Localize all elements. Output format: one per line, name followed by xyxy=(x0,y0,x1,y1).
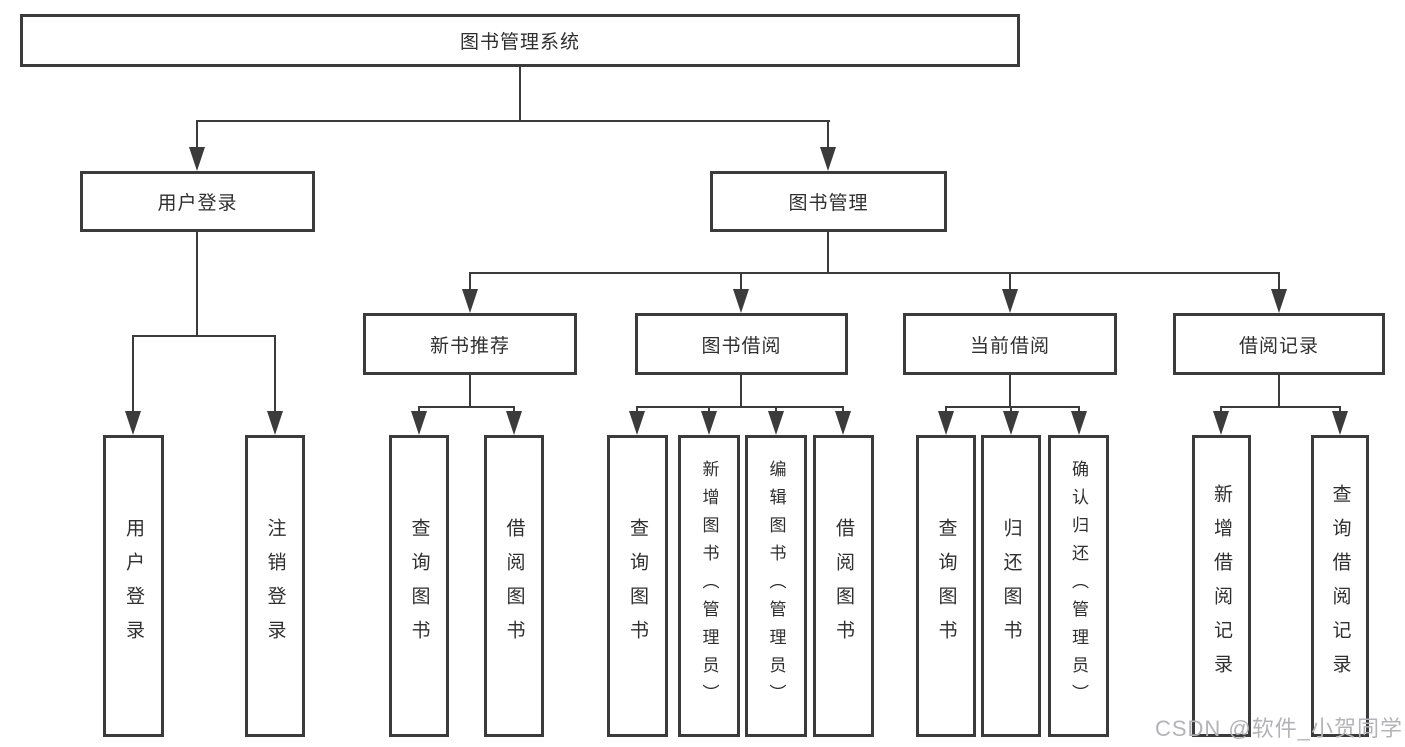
connector-drop xyxy=(636,406,638,411)
connector-drop xyxy=(469,272,471,289)
connector-bar xyxy=(636,406,844,408)
connector-drop xyxy=(1009,272,1011,289)
arrow-down-icon xyxy=(820,147,836,171)
connector-bar xyxy=(945,406,1080,408)
connector-user-login-stem xyxy=(196,232,198,335)
leaf-query-borrow-record: 查询借阅记录 xyxy=(1311,435,1369,737)
arrow-down-icon xyxy=(267,411,283,435)
arrow-down-icon xyxy=(768,411,784,435)
connector-stem xyxy=(1278,375,1280,406)
arrow-down-icon xyxy=(411,411,427,435)
connector-drop xyxy=(842,406,844,411)
connector-stem xyxy=(740,375,742,406)
arrow-down-icon xyxy=(629,411,645,435)
connector-user-login-drop xyxy=(196,120,198,147)
connector-drop xyxy=(513,406,515,411)
arrow-down-icon xyxy=(835,411,851,435)
leaf-borrow-books: 借阅图书 xyxy=(813,435,874,737)
node-library-management-system: 图书管理系统 xyxy=(20,14,1020,67)
connector-bar xyxy=(1220,406,1341,408)
connector-drop xyxy=(1339,406,1341,411)
connector-drop xyxy=(740,272,742,289)
arrow-down-icon xyxy=(938,411,954,435)
leaf-add-books-admin: 新增图书（管理员） xyxy=(678,435,740,737)
node-new-book-recommend: 新书推荐 xyxy=(363,313,577,375)
connector-drop xyxy=(1278,272,1280,289)
connector-drop xyxy=(775,406,777,411)
leaf-query-books: 查询图书 xyxy=(916,435,976,737)
node-book-management: 图书管理 xyxy=(710,171,947,232)
connector-stem xyxy=(1009,375,1011,406)
leaf-edit-books-admin: 编辑图书（管理员） xyxy=(745,435,807,737)
leaf-add-borrow-record: 新增借阅记录 xyxy=(1192,435,1251,737)
node-book-borrowing: 图书借阅 xyxy=(635,313,848,375)
connector-drop xyxy=(1220,406,1222,411)
arrow-down-icon xyxy=(733,289,749,313)
leaf-logout: 注销登录 xyxy=(245,435,305,737)
connector-root-stem xyxy=(519,67,521,120)
connector-book-mgmt-bar xyxy=(469,272,1280,274)
arrow-down-icon xyxy=(1002,289,1018,313)
connector-root-bar xyxy=(196,120,830,122)
connector-drop xyxy=(132,335,134,411)
connector-bar xyxy=(418,406,515,408)
node-current-borrowing: 当前借阅 xyxy=(903,313,1117,375)
arrow-down-icon xyxy=(701,411,717,435)
leaf-user-login: 用户登录 xyxy=(103,435,164,737)
arrow-down-icon xyxy=(1271,289,1287,313)
connector-drop xyxy=(418,406,420,411)
leaf-query-books: 查询图书 xyxy=(389,435,449,737)
connector-book-mgmt-stem xyxy=(827,232,829,272)
arrow-down-icon xyxy=(1003,411,1019,435)
connector-drop xyxy=(1010,406,1012,411)
node-borrow-records: 借阅记录 xyxy=(1173,313,1385,375)
leaf-return-books: 归还图书 xyxy=(981,435,1041,737)
connector-user-login-bar xyxy=(132,335,276,337)
arrow-down-icon xyxy=(1213,411,1229,435)
node-user-login: 用户登录 xyxy=(80,171,315,232)
arrow-down-icon xyxy=(1071,411,1087,435)
connector-stem xyxy=(469,375,471,406)
connector-drop xyxy=(945,406,947,411)
leaf-confirm-return-admin: 确认归还（管理员） xyxy=(1048,435,1109,737)
arrow-down-icon xyxy=(1332,411,1348,435)
leaf-borrow-books: 借阅图书 xyxy=(484,435,544,737)
arrow-down-icon xyxy=(125,411,141,435)
arrow-down-icon xyxy=(462,289,478,313)
leaf-query-books: 查询图书 xyxy=(607,435,668,737)
arrow-down-icon xyxy=(506,411,522,435)
connector-book-mgmt-drop xyxy=(827,120,829,147)
connector-drop xyxy=(1078,406,1080,411)
csdn-watermark: CSDN @软件_小贺同学 xyxy=(1154,716,1403,741)
connector-drop xyxy=(708,406,710,411)
connector-drop xyxy=(274,335,276,411)
arrow-down-icon xyxy=(189,147,205,171)
